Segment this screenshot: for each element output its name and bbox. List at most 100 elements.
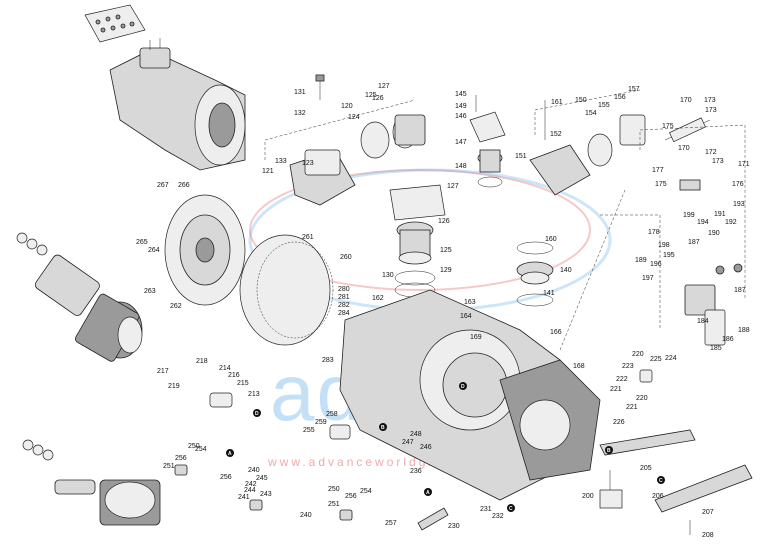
part-label: 223 [622,363,634,370]
part-label: 152 [550,131,562,138]
part-label: 177 [652,167,664,174]
part-label: 162 [372,295,384,302]
part-label: 265 [136,239,148,246]
part-label: 195 [663,252,675,259]
part-label: 206 [652,493,664,500]
part-label: 176 [732,181,744,188]
part-label: 160 [545,236,557,243]
part-label: 224 [665,355,677,362]
part-label: 255 [303,427,315,434]
part-label: 120 [341,103,353,110]
part-label: 241 [238,494,250,501]
callout-tags: D B D A A C B C [226,382,665,512]
part-label: 220 [636,395,648,402]
part-label: 240 [300,512,312,519]
part-label: 258 [326,411,338,418]
part-label: 145 [455,91,467,98]
callout-tag-c-bottom [507,504,515,512]
part-label: 245 [256,475,268,482]
part-label: 173 [704,97,716,104]
part-label: 170 [680,97,692,104]
part-label: 208 [702,532,714,539]
part-label: 220 [632,351,644,358]
motor-housing [109,38,246,171]
part-label: 175 [655,181,667,188]
part-label: 254 [195,446,207,453]
part-label: 156 [614,94,626,101]
part-label: 263 [144,288,156,295]
part-label: 262 [170,303,182,310]
part-label: 190 [708,230,720,237]
callout-tag-b-center-label: B [381,425,385,431]
part-label: 260 [340,254,352,261]
part-label: 231 [480,506,492,513]
part-label: 207 [702,509,714,516]
part-label: 147 [455,139,467,146]
part-label: 151 [515,153,527,160]
part-label: 172 [705,149,717,156]
part-label: 124 [348,114,360,121]
part-label: 191 [714,211,726,218]
suction-valve-assembly [289,74,426,206]
part-label: 219 [168,383,180,390]
part-label: 194 [697,219,709,226]
part-label: 188 [738,327,750,334]
part-label: 149 [455,103,467,110]
part-label: 129 [440,267,452,274]
callout-tag-d-center [459,382,467,390]
part-label: 222 [616,376,628,383]
part-label: 250 [188,443,200,450]
callout-tag-a-left [226,449,234,457]
part-label: 199 [683,212,695,219]
part-label: 168 [573,363,585,370]
part-label: 221 [626,404,638,411]
part-label: 281 [338,294,350,301]
part-label: 244 [244,487,256,494]
part-label: 246 [420,444,432,451]
part-label: 186 [722,336,734,343]
part-label: 192 [725,219,737,226]
part-label: 148 [455,163,467,170]
part-label: 215 [237,380,249,387]
part-label: 221 [610,386,622,393]
part-label: 259 [315,419,327,426]
part-label: 266 [178,182,190,189]
part-number-labels: 131 132 127 125 126 120 124 123 133 121 … [136,83,750,539]
part-label: 126 [438,218,450,225]
part-label: 146 [455,113,467,120]
part-label: 169 [470,334,482,341]
stator-ring [239,234,334,346]
part-label: 171 [738,161,750,168]
part-label: 248 [410,431,422,438]
part-label: 243 [260,491,272,498]
part-label: 198 [658,242,670,249]
part-label: 150 [575,97,587,104]
discharge-flange-stack [389,184,446,298]
part-label: 283 [322,357,334,364]
part-label: 256 [220,474,232,481]
part-label: 284 [338,310,350,317]
part-label: 217 [157,368,169,375]
part-label: 125 [365,92,377,99]
part-label: 267 [157,182,169,189]
part-label: 236 [410,468,422,475]
part-label: 240 [248,467,260,474]
callout-tag-c-right-label: C [659,478,663,484]
part-label: 250 [328,486,340,493]
callout-tag-a-bottom-label: A [426,490,430,496]
part-label: 230 [448,523,460,530]
callout-tag-d-center-label: D [461,384,465,390]
part-label: 193 [733,201,745,208]
part-label: 256 [345,493,357,500]
part-label: 187 [688,239,700,246]
callout-tag-d-left [253,409,261,417]
part-label: 127 [447,183,459,190]
callout-tag-b-right [605,446,613,454]
part-label: 197 [642,275,654,282]
end-flange [164,194,246,306]
oil-filter-group [516,241,554,307]
part-label: 247 [402,439,414,446]
part-label: 155 [598,102,610,109]
part-label: 166 [550,329,562,336]
part-label: 178 [648,229,660,236]
